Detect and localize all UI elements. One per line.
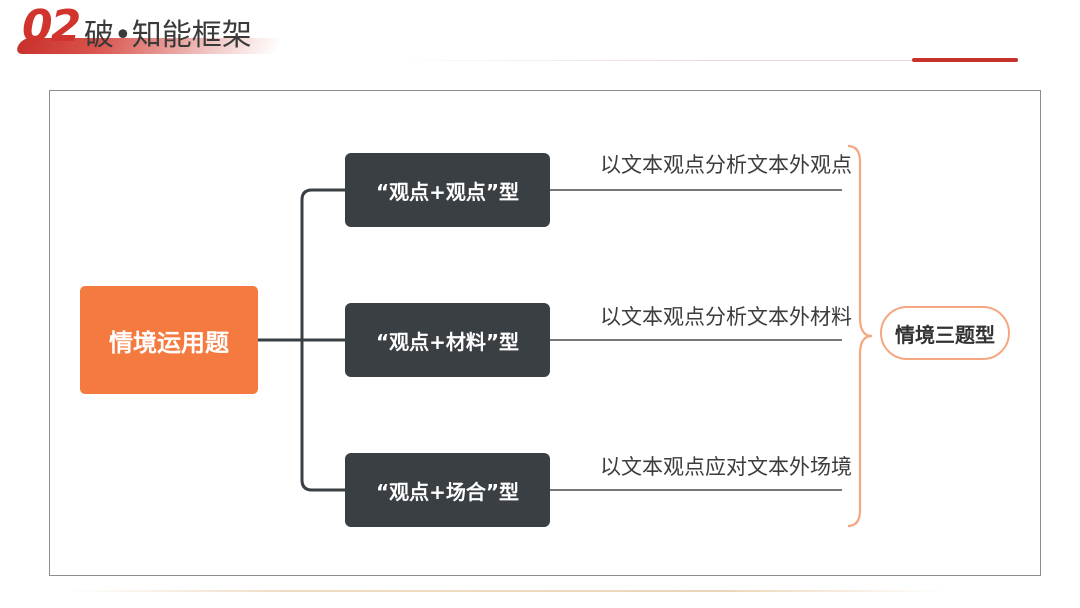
branch-node-2-label: “观点+材料”型: [375, 329, 520, 354]
branch-node-1-label: “观点+观点”型: [375, 179, 520, 204]
header-accent-bar: [912, 58, 1018, 62]
branch-node-2: “观点+材料”型: [345, 303, 550, 377]
summary-node-label: 情境三题型: [895, 322, 995, 347]
page-title: 破•知能框架: [84, 18, 252, 53]
root-node: 情境运用题: [80, 286, 258, 394]
branch-node-1: “观点+观点”型: [345, 153, 550, 227]
branch-description-2: 以文本观点分析文本外材料: [600, 305, 852, 329]
right-brace: [847, 144, 873, 528]
tree-trunk: [300, 188, 313, 492]
branch-node-3: “观点+场合”型: [345, 453, 550, 527]
branch-description-1: 以文本观点分析文本外观点: [600, 153, 852, 177]
section-number: 02: [22, 1, 81, 52]
branch-description-3: 以文本观点应对文本外场境: [600, 455, 852, 479]
summary-node: 情境三题型: [880, 306, 1010, 360]
header-divider-line: [388, 60, 1018, 61]
root-node-label: 情境运用题: [109, 328, 229, 357]
branch-node-3-label: “观点+场合”型: [375, 479, 520, 504]
footer-divider-line: [66, 590, 946, 592]
